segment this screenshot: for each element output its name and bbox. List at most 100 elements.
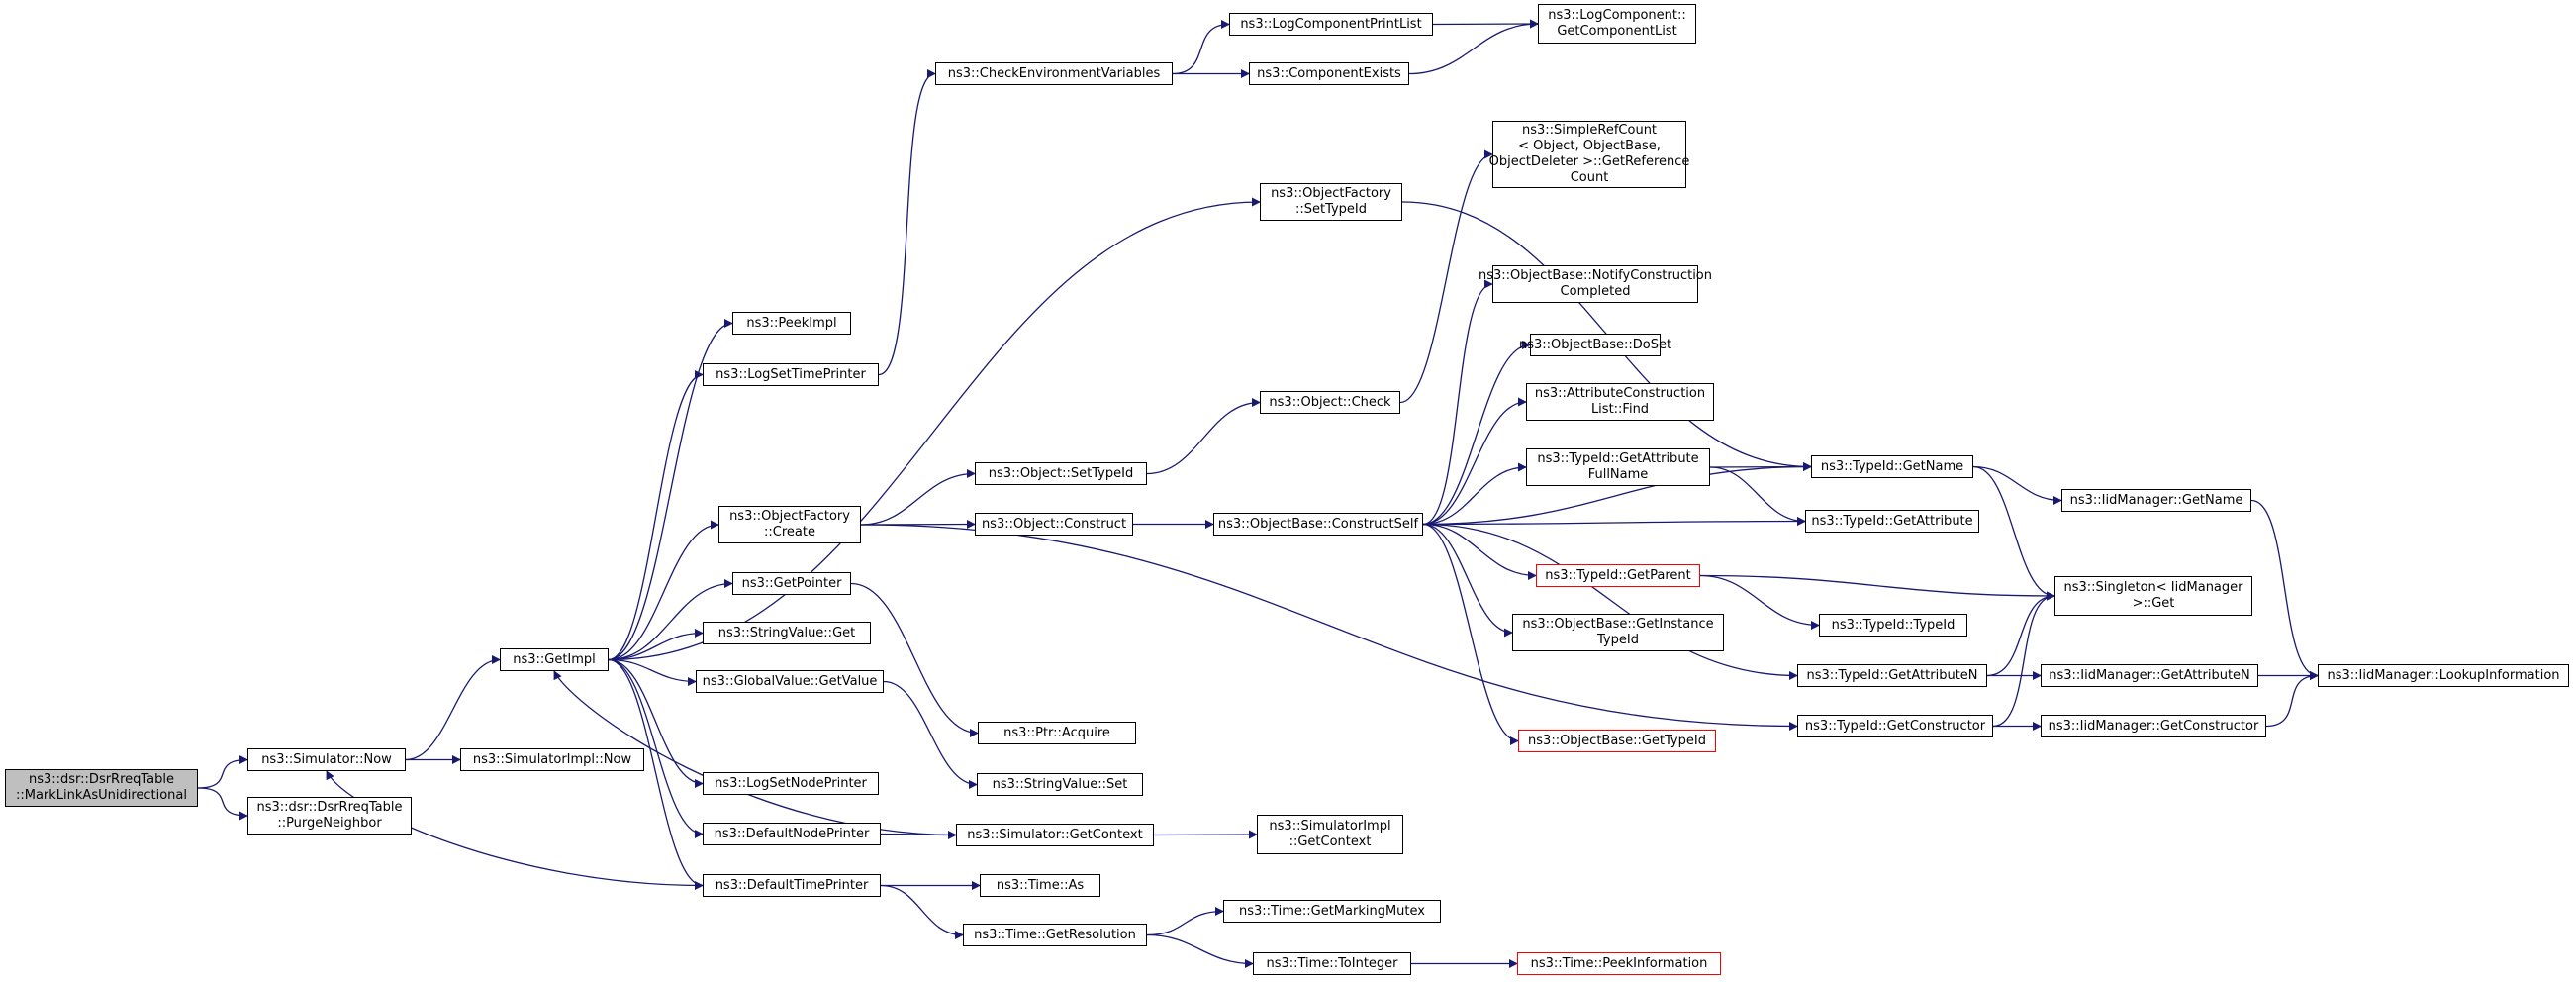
edge-objSetTypeId-to-objCheck — [1146, 398, 1261, 475]
node-objFactoryCreate[interactable]: ns3::ObjectFactory::Create — [718, 506, 861, 543]
node-label: ns3::Simulator::GetContext — [967, 827, 1143, 842]
node-label: >::Get — [2132, 596, 2175, 611]
node-label: ns3::ObjectBase::DoSet — [1518, 337, 1672, 352]
node-logSetNodePrinter[interactable]: ns3::LogSetNodePrinter — [703, 772, 879, 795]
node-simGetContext[interactable]: ns3::Simulator::GetContext — [956, 824, 1154, 846]
node-objConstruct[interactable]: ns3::Object::Construct — [975, 513, 1133, 536]
node-timeGetMarkingMutex[interactable]: ns3::Time::GetMarkingMutex — [1223, 900, 1441, 923]
edge-constructSelf-to-getInstanceTypeId — [1422, 523, 1513, 638]
edge-typeIdGetParent-to-typeIdTypeId — [1699, 574, 1820, 630]
node-stringValueSet[interactable]: ns3::StringValue::Set — [977, 773, 1143, 796]
node-globalValueGetValue[interactable]: ns3::GlobalValue::GetValue — [696, 670, 884, 693]
edge-getImpl-to-globalValueGetValue — [608, 658, 697, 686]
node-defaultNodePrinter[interactable]: ns3::DefaultNodePrinter — [703, 823, 881, 845]
node-typeIdGetParent[interactable]: ns3::TypeId::GetParent — [1536, 564, 1700, 587]
edge-getAttributeFullName-to-typeIdGetAttribute — [1709, 466, 1806, 526]
node-label: < Object, ObjectBase, — [1518, 139, 1661, 153]
edge-typeIdGetParent-to-singletonGet — [1699, 574, 2055, 601]
node-label: ns3::ObjectBase::ConstructSelf — [1217, 516, 1419, 532]
node-constructSelf[interactable]: ns3::ObjectBase::ConstructSelf — [1213, 513, 1423, 536]
node-getPointer[interactable]: ns3::GetPointer — [732, 572, 851, 595]
node-label: ns3::IidManager::GetAttributeN — [2049, 667, 2250, 683]
node-simpleRefCount[interactable]: ns3::SimpleRefCount< Object, ObjectBase,… — [1489, 121, 1689, 188]
node-objCheck[interactable]: ns3::Object::Check — [1260, 391, 1400, 414]
edge-timeGetResolution-to-timeGetMarkingMutex — [1146, 907, 1224, 936]
node-label: ::MarkLinkAsUnidirectional — [15, 788, 188, 803]
node-singletonGet[interactable]: ns3::Singleton< IidManager>::Get — [2054, 576, 2252, 616]
node-label: ns3::SimulatorImpl::Now — [472, 751, 632, 767]
node-getImpl[interactable]: ns3::GetImpl — [500, 648, 609, 671]
node-simImplNow[interactable]: ns3::SimulatorImpl::Now — [460, 748, 644, 771]
node-label: ns3::LogSetTimePrinter — [716, 366, 866, 382]
node-checkEnvVars[interactable]: ns3::CheckEnvironmentVariables — [935, 62, 1173, 85]
node-label: ns3::IidManager::GetConstructor — [2048, 718, 2259, 734]
edge-root-to-purgeNeighbor — [197, 787, 248, 821]
node-label: ns3::ObjectFactory — [1271, 186, 1391, 201]
node-logComponentGetList[interactable]: ns3::LogComponent::GetComponentList — [1538, 4, 1696, 44]
node-label: ns3::TypeId::GetConstructor — [1804, 718, 1986, 734]
node-label: ns3::Object::SetTypeId — [988, 465, 1134, 481]
node-label: ns3::ObjectFactory — [729, 509, 850, 524]
node-label: ns3::CheckEnvironmentVariables — [947, 65, 1161, 81]
node-componentExists[interactable]: ns3::ComponentExists — [1249, 62, 1409, 85]
node-lookupInformation[interactable]: ns3::IidManager::LookupInformation — [2318, 664, 2569, 687]
edge-objCheck-to-simpleRefCount — [1399, 149, 1493, 404]
edge-constructSelf-to-typeIdGetParent — [1422, 523, 1537, 580]
node-label: ::GetContext — [1288, 835, 1372, 849]
node-label: List::Find — [1590, 402, 1650, 417]
node-objSetTypeId[interactable]: ns3::Object::SetTypeId — [975, 462, 1147, 485]
node-label: ns3::ObjectBase::GetTypeId — [1528, 733, 1706, 748]
edge-timeGetResolution-to-timeToInteger — [1146, 933, 1254, 968]
node-logComponentPrintList[interactable]: ns3::LogComponentPrintList — [1229, 13, 1433, 36]
edge-componentExists-to-logComponentGetList — [1408, 19, 1539, 75]
node-objFactorySetTypeId[interactable]: ns3::ObjectFactory::SetTypeId — [1260, 183, 1402, 221]
node-iidGetConstructor[interactable]: ns3::IidManager::GetConstructor — [2041, 715, 2266, 737]
node-timeAs[interactable]: ns3::Time::As — [980, 874, 1100, 897]
edge-getImpl-to-getPointer — [608, 579, 733, 661]
node-label: ns3::Time::ToInteger — [1266, 955, 1398, 971]
edge-constructSelf-to-getAttributeFullName — [1422, 462, 1527, 526]
node-typeIdTypeId[interactable]: ns3::TypeId::TypeId — [1819, 614, 1967, 637]
node-getAttributeN[interactable]: ns3::TypeId::GetAttributeN — [1797, 664, 1987, 687]
edge-getImpl-to-stringValueGet — [608, 629, 704, 661]
node-objBaseGetTypeId[interactable]: ns3::ObjectBase::GetTypeId — [1518, 730, 1716, 752]
node-timeToInteger[interactable]: ns3::Time::ToInteger — [1253, 952, 1411, 975]
edge-getPointer-to-ptrAcquire — [850, 582, 979, 737]
node-label: ns3::GlobalValue::GetValue — [702, 673, 878, 689]
node-label: ns3::TypeId::GetAttribute — [1537, 451, 1699, 466]
node-iidGetName[interactable]: ns3::IidManager::GetName — [2061, 489, 2251, 512]
node-timeGetResolution[interactable]: ns3::Time::GetResolution — [963, 924, 1147, 946]
node-label: ns3::Singleton< IidManager — [2063, 580, 2243, 595]
node-iidGetAttributeN[interactable]: ns3::IidManager::GetAttributeN — [2041, 664, 2258, 687]
node-label: Completed — [1560, 284, 1631, 299]
node-doSet[interactable]: ns3::ObjectBase::DoSet — [1519, 334, 1671, 356]
node-defaultTimePrinter[interactable]: ns3::DefaultTimePrinter — [703, 874, 881, 897]
node-label: ns3::dsr::DsrRreqTable — [28, 772, 175, 787]
node-purgeNeighbor[interactable]: ns3::dsr::DsrRreqTable::PurgeNeighbor — [247, 797, 412, 835]
edge-globalValueGetValue-to-stringValueSet — [883, 680, 978, 789]
node-label: ns3::ObjectBase::GetInstance — [1522, 617, 1714, 632]
node-label: Count — [1570, 170, 1609, 185]
node-ptrAcquire[interactable]: ns3::Ptr::Acquire — [978, 722, 1136, 744]
node-typeIdGetAttribute[interactable]: ns3::TypeId::GetAttribute — [1805, 510, 1979, 533]
node-typeIdGetName[interactable]: ns3::TypeId::GetName — [1811, 455, 1973, 478]
node-simImplGetContext[interactable]: ns3::SimulatorImpl::GetContext — [1257, 815, 1403, 854]
node-label: ns3::TypeId::TypeId — [1831, 617, 1956, 633]
edge-objFactoryCreate-to-getConstructor — [860, 524, 1798, 731]
node-simNow[interactable]: ns3::Simulator::Now — [247, 748, 406, 771]
node-label: GetComponentList — [1557, 24, 1677, 39]
node-stringValueGet[interactable]: ns3::StringValue::Get — [703, 622, 871, 644]
node-label: ObjectDeleter >::GetReference — [1488, 154, 1690, 169]
node-timePeekInformation[interactable]: ns3::Time::PeekInformation — [1517, 952, 1721, 975]
node-getConstructor[interactable]: ns3::TypeId::GetConstructor — [1797, 715, 1993, 737]
node-label: ::SetTypeId — [1294, 202, 1368, 217]
node-peekImpl[interactable]: ns3::PeekImpl — [732, 312, 851, 335]
node-logSetTimePrinter[interactable]: ns3::LogSetTimePrinter — [703, 363, 879, 386]
node-label: ns3::Object::Construct — [981, 516, 1127, 532]
node-label: ns3::StringValue::Set — [992, 776, 1128, 792]
